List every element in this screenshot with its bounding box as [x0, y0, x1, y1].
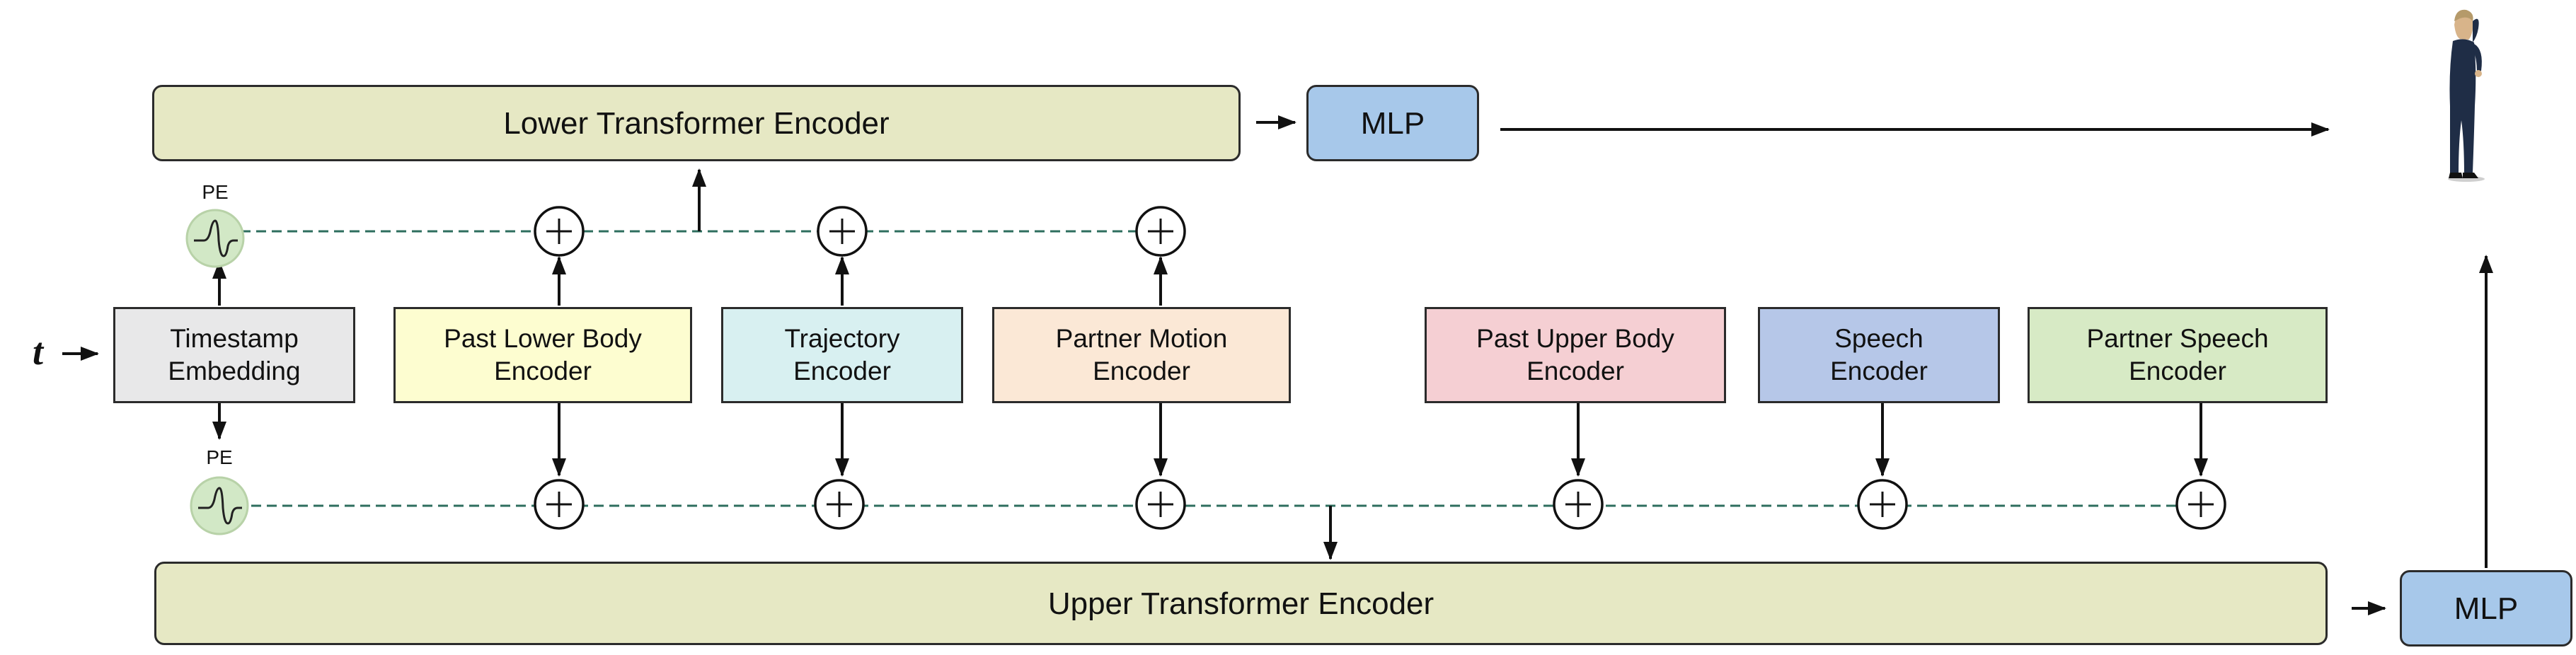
bottom-plus-node-1 — [534, 479, 585, 530]
speech-encoder-label: Speech Encoder — [1830, 323, 1928, 386]
top-pe-wave-icon — [194, 219, 238, 257]
lower-transformer-encoder: Lower Transformer Encoder — [152, 85, 1241, 161]
bottom-plus-node-3 — [1135, 479, 1186, 530]
trajectory-encoder-label: Trajectory Encoder — [784, 323, 900, 386]
lower-transformer-encoder-label: Lower Transformer Encoder — [503, 105, 890, 141]
lower-mlp: MLP — [1306, 85, 1479, 161]
bottom-plus-node-2 — [814, 479, 865, 530]
trajectory-encoder: Trajectory Encoder — [721, 307, 963, 403]
bottom-pe-node — [190, 476, 249, 535]
top-plus-node-3 — [1135, 206, 1186, 257]
bottom-plus-node-6 — [2175, 479, 2226, 530]
timestamp-embedding: Timestamp Embedding — [113, 307, 355, 403]
speech-encoder: Speech Encoder — [1758, 307, 2000, 403]
upper-transformer-encoder-label: Upper Transformer Encoder — [1047, 586, 1434, 621]
upper-mlp: MLP — [2400, 570, 2572, 647]
timestamp-embedding-label: Timestamp Embedding — [168, 323, 301, 386]
top-plus-node-1 — [534, 206, 585, 257]
past-lower-body-encoder-label: Past Lower Body Encoder — [444, 323, 642, 386]
past-upper-body-encoder: Past Upper Body Encoder — [1425, 307, 1726, 403]
bottom-pe-wave-icon — [198, 487, 242, 525]
upper-transformer-encoder: Upper Transformer Encoder — [154, 562, 2328, 645]
upper-mlp-label: MLP — [2454, 591, 2519, 626]
partner-speech-encoder: Partner Speech Encoder — [2028, 307, 2328, 403]
past-upper-body-encoder-label: Past Upper Body Encoder — [1476, 323, 1674, 386]
bottom-plus-node-5 — [1857, 479, 1908, 530]
lower-mlp-label: MLP — [1360, 105, 1425, 141]
input-timestamp-symbol: t — [33, 330, 44, 373]
top-pe-label: PE — [202, 181, 229, 203]
standing-human-avatar-icon — [2448, 9, 2485, 182]
partner-speech-encoder-label: Partner Speech Encoder — [2086, 323, 2269, 386]
bottom-pe-label: PE — [206, 446, 233, 468]
top-pe-node — [185, 209, 245, 268]
bottom-plus-node-4 — [1553, 479, 1604, 530]
partner-motion-encoder: Partner Motion Encoder — [992, 307, 1291, 403]
past-lower-body-encoder: Past Lower Body Encoder — [393, 307, 692, 403]
top-plus-node-2 — [817, 206, 868, 257]
partner-motion-encoder-label: Partner Motion Encoder — [1055, 323, 1228, 386]
